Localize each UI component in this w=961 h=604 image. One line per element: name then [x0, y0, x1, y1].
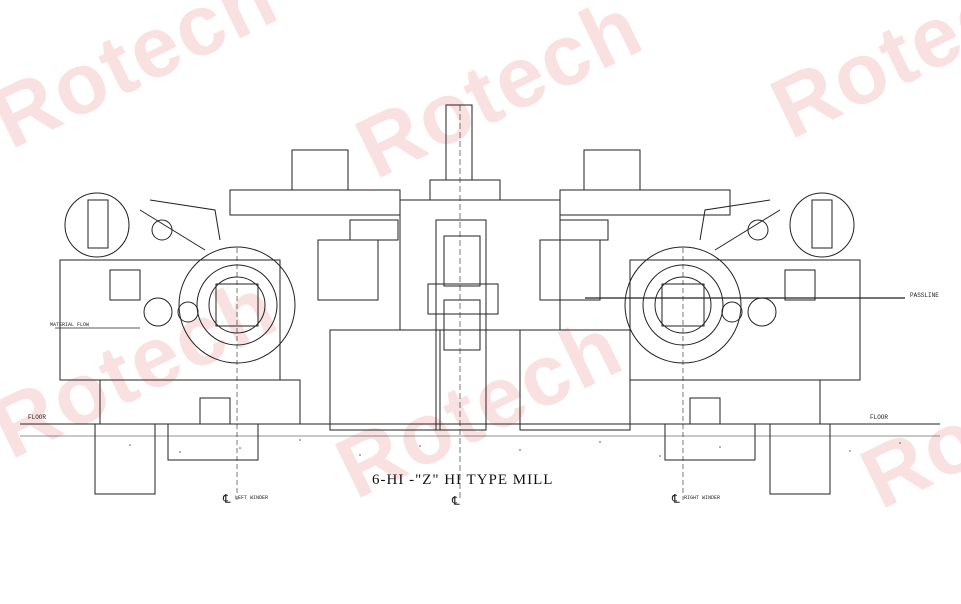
- passline-label: PASSLINE: [910, 292, 939, 299]
- centerline-right-symbol: ℄: [672, 493, 680, 507]
- right-gearbox: [539, 239, 601, 301]
- centerline-left-symbol: ℄: [223, 493, 231, 507]
- floor-label-left: FLOOR: [28, 414, 47, 421]
- floor-label-right: FLOOR: [870, 414, 889, 421]
- material-flow-label: MATERIAL FLOW: [50, 322, 90, 328]
- centerline-mid-symbol: ℄: [452, 495, 460, 509]
- right-winder-label: RIGHT WINDER: [684, 495, 721, 501]
- drawing-title: 6-HI -"Z" HI TYPE MILL: [372, 472, 554, 488]
- left-gearbox: [317, 239, 379, 301]
- left-housing-top: [291, 149, 349, 191]
- right-housing-top: [583, 149, 641, 191]
- center-column: [445, 104, 473, 181]
- left-winder-label: LEFT WINDER: [235, 495, 269, 501]
